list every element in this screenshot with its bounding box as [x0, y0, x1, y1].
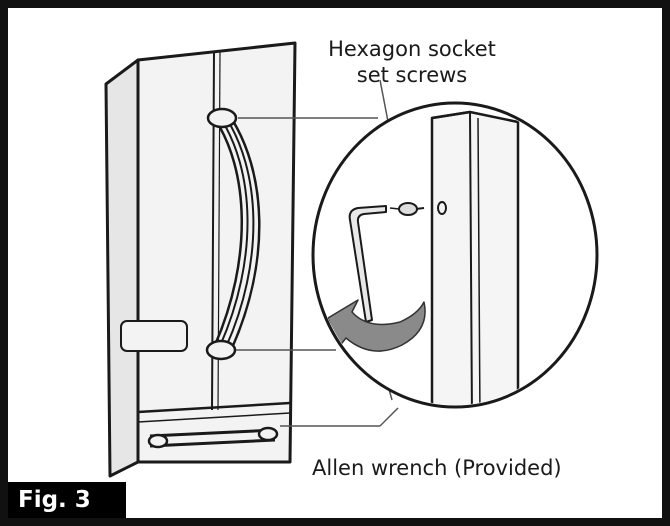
- set-screws-callout: Hexagon socket set screws: [312, 36, 512, 88]
- figure-number-badge: Fig. 3: [8, 482, 126, 518]
- door-front-face: [136, 41, 297, 464]
- dispenser-panel: [120, 320, 188, 352]
- drawer-top-line-inner: [137, 412, 291, 423]
- drawer-handle: [147, 426, 279, 449]
- door-edge-closeup: [430, 110, 520, 405]
- rotation-arrow: [327, 299, 426, 352]
- door-handle: [205, 107, 261, 361]
- handle-bottom-mount: [205, 339, 237, 361]
- detail-magnifier: [311, 101, 599, 409]
- set-screws-label-line1: Hexagon socket: [328, 37, 496, 61]
- door-side-panel: [104, 58, 140, 478]
- refrigerator-door: [104, 41, 297, 478]
- allen-wrench-label: Allen wrench (Provided): [312, 456, 562, 480]
- handle-top-mount: [206, 107, 238, 129]
- drawer-top-line: [137, 401, 291, 414]
- set-screws-label-line2: set screws: [356, 63, 468, 87]
- allen-wrench: [348, 205, 387, 323]
- screw-hole: [437, 201, 447, 215]
- set-screw: [389, 202, 425, 216]
